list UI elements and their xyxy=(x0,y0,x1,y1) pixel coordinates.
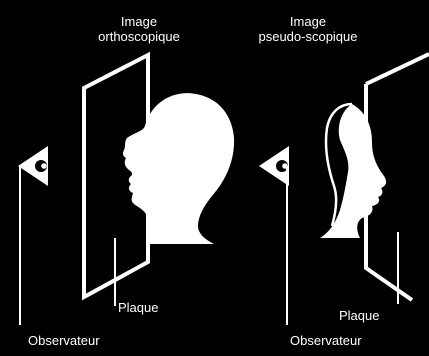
title-pseudoscopic: Image pseudo-scopique xyxy=(253,14,363,44)
eye-icon-left xyxy=(18,146,48,186)
title-right-line2: pseudo-scopique xyxy=(253,29,363,44)
eye-icon-right xyxy=(259,146,289,186)
plate-label-left: Plaque xyxy=(118,300,158,315)
head-silhouette-icon xyxy=(123,93,234,244)
observer-label-left: Observateur xyxy=(28,333,100,348)
title-left-line2: orthoscopique xyxy=(90,29,188,44)
observer-label-right: Observateur xyxy=(290,333,362,348)
title-orthoscopic: Image orthoscopique xyxy=(90,14,188,44)
title-right-line1: Image xyxy=(253,14,363,29)
plate-label-right: Plaque xyxy=(339,308,379,323)
title-left-line1: Image xyxy=(90,14,188,29)
hollow-head-icon xyxy=(320,104,386,238)
